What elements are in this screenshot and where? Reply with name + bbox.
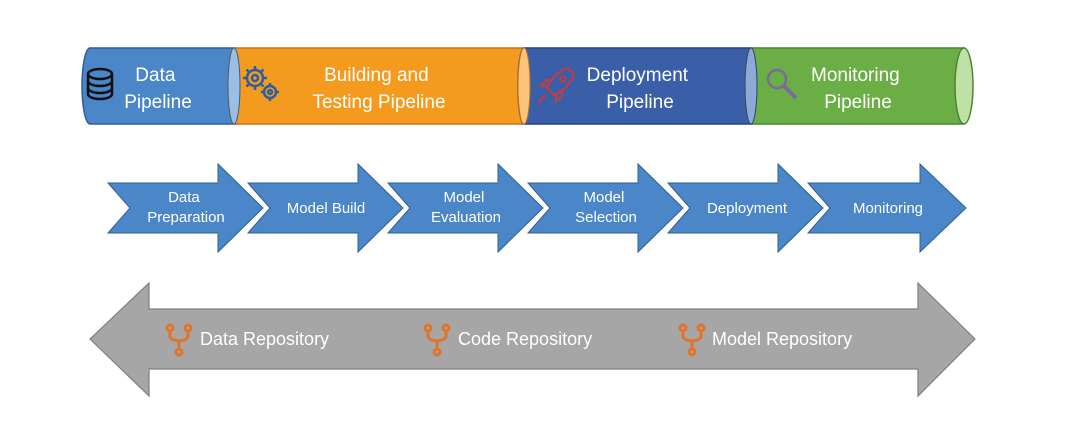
repo-code: Code Repository — [423, 323, 592, 357]
step-monitoring: Monitoring — [806, 162, 967, 254]
pipeline-deployment-seam — [517, 47, 531, 125]
repo-model: Model Repository — [678, 323, 852, 357]
step-deployment: Deployment — [666, 162, 824, 254]
fork-icon — [678, 323, 706, 357]
magnifier-icon — [766, 68, 798, 100]
pipeline-data-body — [81, 47, 237, 125]
pipeline-deployment-label: Deployment Pipeline — [587, 65, 694, 113]
pipeline-band: Data Pipeline Building and Testing Pipel… — [81, 47, 974, 125]
pipeline-data-label: Data Pipeline — [124, 65, 192, 113]
fork-icon — [165, 323, 193, 357]
step-model-evaluation: Model Evaluation — [386, 162, 544, 254]
repo-data-label: Data Repository — [200, 329, 329, 349]
gears-icon — [243, 66, 279, 101]
step-model-selection-arrow — [526, 162, 684, 254]
step-model-build: Model Build — [246, 162, 404, 254]
step-deployment-label: Deployment — [707, 200, 788, 217]
step-data-preparation-arrow — [106, 162, 264, 254]
pipeline-building-seam — [227, 47, 241, 125]
repo-model-label: Model Repository — [712, 329, 852, 349]
step-model-selection-label: Model Selection — [575, 189, 637, 226]
pipeline-building-label: Building and Testing Pipeline — [312, 65, 445, 113]
step-data-preparation-label: Data Preparation — [147, 189, 225, 226]
step-monitoring-label: Monitoring — [853, 200, 923, 217]
step-model-build-label: Model Build — [287, 200, 365, 217]
repo-code-label: Code Repository — [458, 329, 592, 349]
pipeline-monitoring: Monitoring Pipeline — [744, 47, 974, 125]
pipeline-monitoring-end-cap — [954, 47, 974, 125]
repo-data: Data Repository — [165, 323, 329, 357]
repositories-band: Data Repository Code Repository Model Re… — [89, 281, 976, 398]
rocket-icon — [537, 66, 576, 104]
pipeline-monitoring-seam — [744, 47, 758, 125]
database-icon — [86, 67, 114, 101]
step-model-selection: Model Selection — [526, 162, 684, 254]
fork-icon — [423, 323, 451, 357]
pipeline-building: Building and Testing Pipeline — [227, 47, 526, 125]
pipeline-data: Data Pipeline — [81, 47, 237, 125]
step-monitoring-arrow — [806, 162, 967, 254]
step-model-evaluation-arrow — [386, 162, 544, 254]
step-deployment-arrow — [666, 162, 824, 254]
process-steps: Data Preparation Model Build Model Evalu… — [106, 162, 967, 254]
pipeline-monitoring-label: Monitoring Pipeline — [811, 65, 905, 113]
repositories-double-arrow — [89, 281, 976, 398]
step-model-evaluation-label: Model Evaluation — [431, 189, 501, 226]
pipeline-deployment: Deployment Pipeline — [517, 47, 753, 125]
step-data-preparation: Data Preparation — [106, 162, 264, 254]
step-model-build-arrow — [246, 162, 404, 254]
